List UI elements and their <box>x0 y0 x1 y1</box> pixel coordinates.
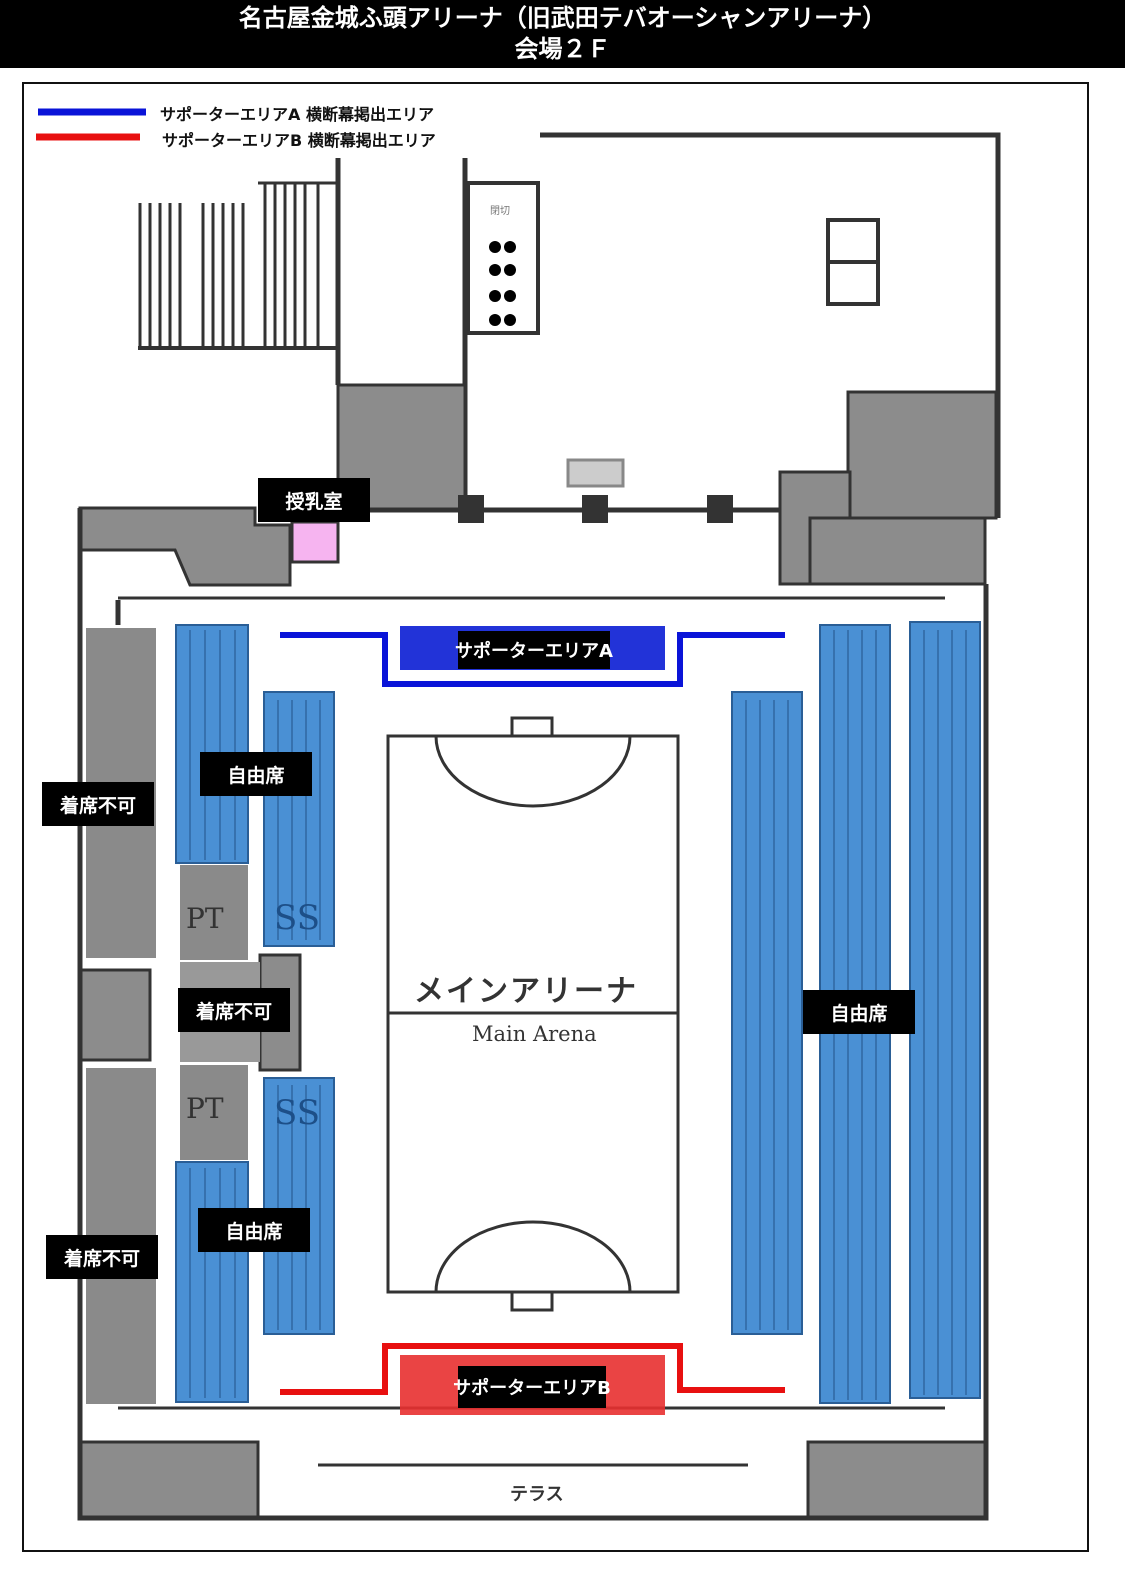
map-frame <box>22 82 1089 1552</box>
map-subtitle: 会場２Ｆ <box>514 35 611 63</box>
no-seat-center-label: 着席不可 <box>178 988 290 1032</box>
nursing-room-label: 授乳室 <box>258 478 370 522</box>
free-seat-right-label: 自由席 <box>803 990 915 1034</box>
upper-building <box>335 132 1001 518</box>
free-seat-left-top-label: 自由席 <box>200 752 312 796</box>
supporter-area-a-label: サポーターエリアA <box>455 631 613 669</box>
map-header: 名古屋金城ふ頭アリーナ（旧武田テバオーシャンアリーナ） 会場２Ｆ <box>0 0 1125 68</box>
nursing-room <box>290 520 340 564</box>
main-arena-en-label: Main Arena <box>472 1022 597 1046</box>
arena-court <box>386 716 680 1312</box>
supporter-area-b-label: サポーターエリアB <box>453 1366 611 1408</box>
ss-top-label: SS <box>274 898 320 938</box>
stairs <box>138 181 338 350</box>
legend-label-b: サポーターエリアB 横断幕掲出エリア <box>162 131 436 150</box>
map-title: 名古屋金城ふ頭アリーナ（旧武田テバオーシャンアリーナ） <box>238 4 887 32</box>
elevator-dots <box>489 241 516 326</box>
no-seat-left-top-label: 着席不可 <box>42 782 154 826</box>
banner-line-b <box>280 1343 785 1395</box>
free-seat-left-bottom-label: 自由席 <box>198 1208 310 1252</box>
main-arena-jp-label: メインアリーナ <box>414 974 638 1009</box>
closed-label: 閉切 <box>490 206 510 217</box>
legend-label-a: サポーターエリアA 横断幕掲出エリア <box>160 105 434 124</box>
pt-bottom-label: PT <box>186 1092 224 1125</box>
ss-bottom-label: SS <box>274 1093 320 1133</box>
no-seat-left-bottom-label: 着席不可 <box>46 1235 158 1279</box>
pt-top-label: PT <box>186 902 224 935</box>
seat-row-lines <box>189 630 967 1400</box>
pillars <box>458 495 733 523</box>
terrace-label: テラス <box>510 1484 564 1505</box>
banner-line-a <box>280 632 785 687</box>
